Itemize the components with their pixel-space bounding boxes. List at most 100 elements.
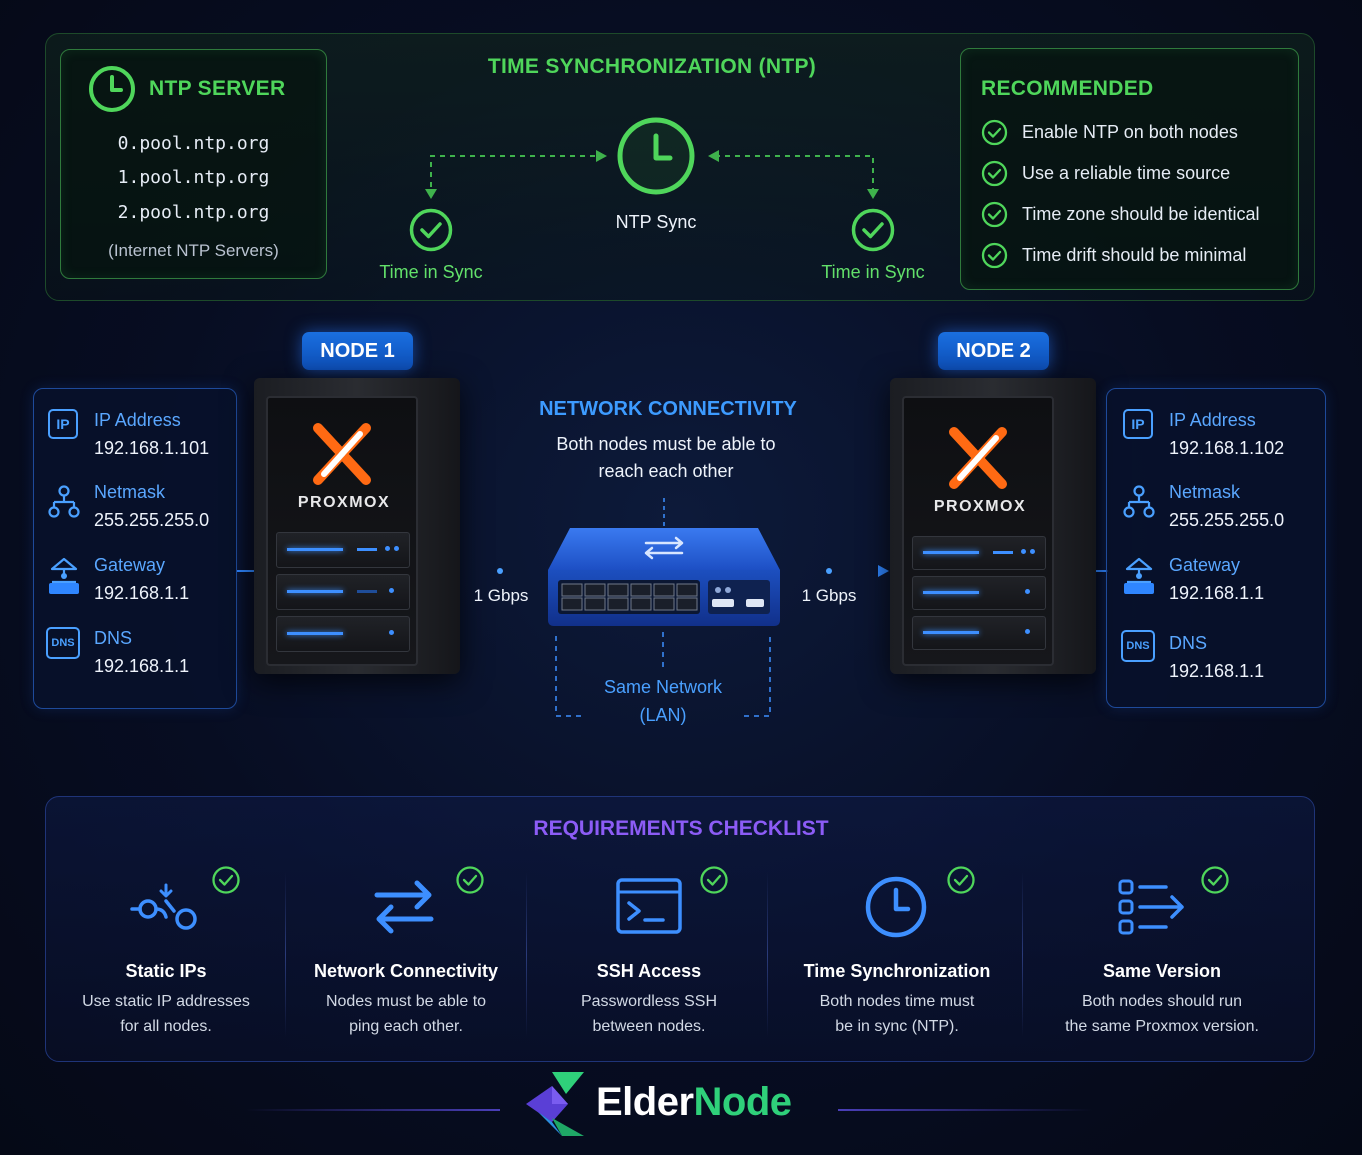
recommended-title: RECOMMENDED [981, 77, 1154, 100]
proxmox-brand-text: PROXMOX [933, 498, 1027, 515]
checklist-item-desc: for all nodes. [120, 1018, 212, 1035]
ntp-server-0: 0.pool.ntp.org [117, 133, 270, 154]
proxmox-brand-text: PROXMOX [297, 494, 391, 511]
right-sync-check-icon [851, 208, 895, 252]
column-divider [767, 872, 768, 1037]
recommended-item: Use a reliable time source [981, 160, 1230, 187]
ip-icon: IP [1123, 409, 1153, 439]
check-circle-icon [981, 160, 1008, 187]
netmask-icon [48, 485, 80, 518]
recommended-text: Time zone should be identical [1022, 204, 1260, 224]
dns-icon: DNS [1121, 630, 1155, 662]
node2-netmask-value: 255.255.255.0 [1169, 510, 1285, 530]
ntp-server-1: 1.pool.ntp.org [117, 167, 270, 188]
gateway-icon [1124, 557, 1154, 594]
network-desc-line1: Both nodes must be able to [556, 434, 776, 454]
drive-bay [276, 574, 410, 610]
lan-bracket [555, 632, 771, 717]
column-divider [526, 872, 527, 1037]
clock-icon [89, 66, 135, 112]
node1-badge: NODE 1 [302, 332, 413, 370]
check-circle-icon [1201, 866, 1229, 894]
brand-part1: Elder [596, 1080, 694, 1124]
ntp-sync-label: NTP Sync [615, 212, 697, 232]
node2-badge: NODE 2 [938, 332, 1049, 370]
eldernode-logo-icon [526, 1072, 584, 1136]
check-circle-icon [981, 242, 1008, 269]
node2-gateway-value: 192.168.1.1 [1169, 583, 1265, 603]
check-circle-icon [456, 866, 484, 894]
checklist-title: REQUIREMENTS CHECKLIST [533, 817, 829, 840]
checklist-item-title: Network Connectivity [313, 961, 499, 981]
server-front: PROXMOX [902, 396, 1054, 666]
node1-dns-value: 192.168.1.1 [94, 656, 190, 676]
checklist-item-desc: between nodes. [592, 1018, 706, 1035]
node1-netmask-label: Netmask [94, 482, 166, 502]
netmask-icon [1123, 485, 1155, 518]
checklist-item-desc: Both nodes should run [1081, 993, 1243, 1010]
column-divider [285, 872, 286, 1037]
checklist-item-desc: Both nodes time must [819, 993, 975, 1010]
drive-bay [276, 532, 410, 568]
proxmox-logo-icon [313, 423, 371, 485]
node2-dns-label: DNS [1169, 633, 1208, 653]
left-sync-check-icon [409, 208, 453, 252]
dns-icon: DNS [46, 627, 80, 659]
version-list-icon [1118, 879, 1184, 935]
network-title: NETWORK CONNECTIVITY [539, 398, 797, 420]
recommended-text: Use a reliable time source [1022, 163, 1231, 183]
right-link-speed: 1 Gbps [801, 586, 857, 605]
left-sync-label: Time in Sync [379, 262, 483, 282]
terminal-icon [616, 878, 682, 934]
ntp-server-title: NTP SERVER [149, 77, 286, 100]
network-links [236, 565, 1108, 577]
proxmox-logo-icon [949, 427, 1007, 489]
node1-netmask-value: 255.255.255.0 [94, 510, 210, 530]
checklist-item-title: Static IPs [125, 961, 207, 981]
ntp-sync-connectors [425, 150, 879, 199]
check-circle-icon [947, 866, 975, 894]
node2-netmask-label: Netmask [1169, 482, 1241, 502]
footer-line-left [245, 1109, 500, 1111]
ip-icon: IP [48, 409, 78, 439]
checklist-item-title: SSH Access [596, 961, 702, 981]
right-sync-label: Time in Sync [821, 262, 925, 282]
drive-bay [912, 616, 1046, 650]
node2-gateway-label: Gateway [1169, 555, 1241, 575]
ntp-server-box: NTP SERVER 0.pool.ntp.org 1.pool.ntp.org… [60, 49, 327, 279]
requirements-checklist: REQUIREMENTS CHECKLIST Static IPs Use st… [45, 796, 1315, 1062]
footer-line-right [838, 1109, 1093, 1111]
node1-server: PROXMOX [254, 378, 460, 674]
brand-logo-text: ElderNode [596, 1080, 792, 1125]
check-circle-icon [981, 201, 1008, 228]
checklist-item-desc: Use static IP addresses [82, 993, 250, 1010]
network-switch [548, 498, 780, 626]
checklist-item-desc: the same Proxmox version. [1065, 1018, 1259, 1035]
ntp-sync-clock-icon [617, 117, 695, 195]
recommended-text: Enable NTP on both nodes [1022, 122, 1238, 142]
node2-ip-label: IP Address [1169, 410, 1256, 430]
ntp-server-2: 2.pool.ntp.org [117, 202, 270, 223]
node2-server: PROXMOX [890, 378, 1096, 674]
checklist-item-desc: Nodes must be able to [325, 993, 487, 1010]
lan-label-line2: (LAN) [639, 705, 687, 725]
recommended-item: Enable NTP on both nodes [981, 119, 1238, 146]
recommended-box: RECOMMENDED Enable NTP on both nodes Use… [960, 48, 1299, 290]
server-front: PROXMOX [266, 396, 418, 666]
node1-gateway-label: Gateway [94, 555, 166, 575]
node1-gateway-value: 192.168.1.1 [94, 583, 190, 603]
drive-bay [912, 576, 1046, 610]
recommended-text: Time drift should be minimal [1022, 245, 1247, 265]
recommended-item: Time drift should be minimal [981, 242, 1246, 269]
swap-arrows-icon [374, 880, 434, 934]
static-ip-icon [130, 883, 197, 930]
checklist-item-desc: ping each other. [349, 1018, 463, 1035]
network-desc-line2: reach each other [598, 461, 734, 481]
check-circle-icon [981, 119, 1008, 146]
node2-ip-value: 192.168.1.102 [1169, 438, 1285, 458]
ntp-server-note: (Internet NTP Servers) [108, 241, 279, 260]
checklist-item-title: Same Version [1102, 961, 1222, 981]
column-divider [1022, 872, 1023, 1037]
check-circle-icon [212, 866, 240, 894]
recommended-item: Time zone should be identical [981, 201, 1259, 228]
